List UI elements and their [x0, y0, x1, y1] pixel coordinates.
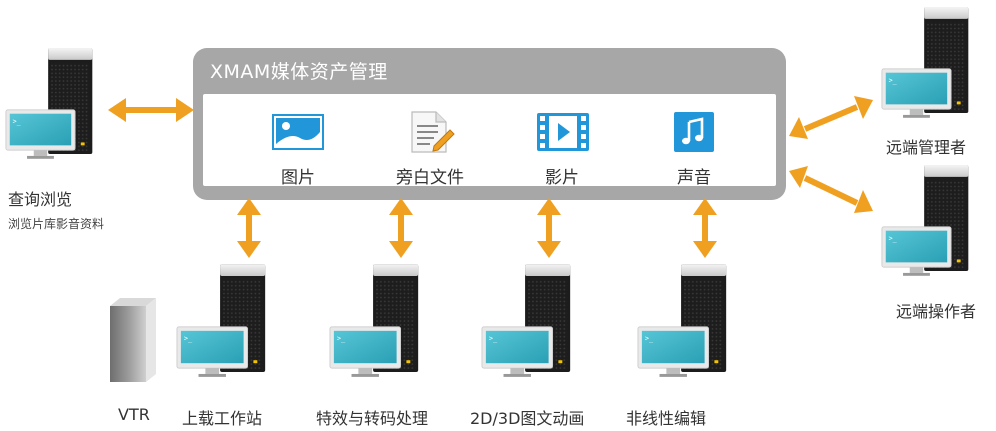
arrow-remote-manager	[789, 96, 873, 139]
document-icon[interactable]	[408, 110, 456, 154]
arrow-nle	[693, 198, 717, 258]
image-icon[interactable]	[272, 114, 324, 150]
panel-title: XMAM媒体资产管理	[210, 61, 388, 83]
remote-manager-label: 远端管理者	[886, 138, 967, 157]
nle-label: 非线性编辑	[626, 409, 707, 428]
film-icon[interactable]	[536, 112, 590, 152]
effects-computer	[328, 258, 426, 388]
arrow-remote-operator	[789, 166, 873, 213]
upload-computer	[175, 258, 273, 388]
browse-computer	[4, 42, 100, 170]
remote-manager-computer	[880, 2, 976, 128]
arrow-effects	[389, 198, 413, 258]
arrow-animation	[537, 198, 561, 258]
animation-computer	[480, 258, 578, 388]
browse-station-label: 查询浏览	[8, 190, 73, 209]
module-label-film: 影片	[545, 168, 579, 188]
remote-operator-label: 远端操作者	[896, 302, 977, 321]
arrow-left-station	[108, 98, 194, 122]
nle-computer	[636, 258, 734, 388]
module-label-document: 旁白文件	[396, 168, 464, 188]
remote-operator-computer	[880, 160, 976, 286]
vtr-device	[110, 298, 156, 382]
vtr-label: VTR	[118, 405, 150, 424]
module-label-sound: 声音	[677, 168, 711, 188]
animation-label: 2D/3D图文动画	[470, 409, 585, 428]
effects-label: 特效与转码处理	[316, 409, 429, 428]
arrow-upload	[237, 198, 261, 258]
upload-label: 上载工作站	[182, 409, 263, 428]
music-note-icon[interactable]	[674, 112, 714, 152]
browse-station-sublabel: 浏览片库影音资料	[8, 217, 105, 231]
module-label-image: 图片	[281, 168, 315, 188]
